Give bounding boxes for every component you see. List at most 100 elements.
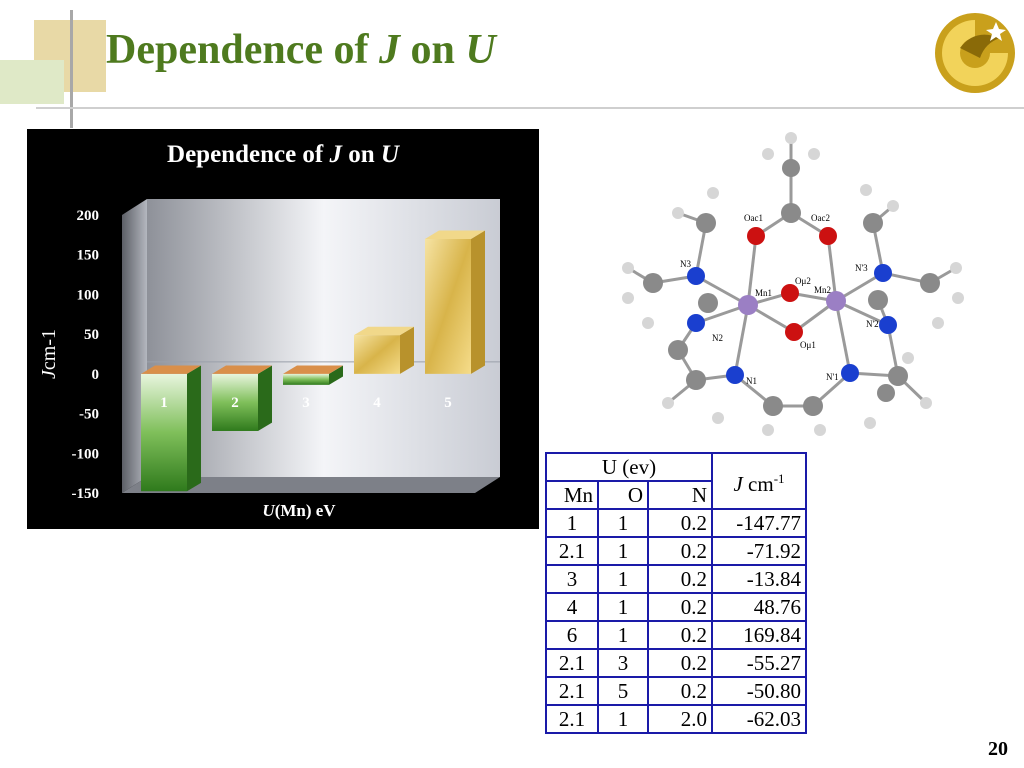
bar [283,365,343,385]
bar [141,365,201,492]
x-axis-label: U(Mn) eV [262,501,336,520]
table-cell-o: 1 [597,704,649,734]
bar [425,230,485,374]
x-tick-label: 2 [231,395,239,411]
bar-top [141,365,201,374]
table-cell-n: 0.2 [647,620,713,650]
table-cell-o: 1 [597,620,649,650]
bar-top [212,365,272,374]
svg-text:Oμ2: Oμ2 [795,276,811,286]
page-number: 20 [988,738,1008,760]
table-cell-n: 0.2 [647,648,713,678]
table-header-row-2: Mn O N [545,480,806,510]
table-header-row-1: U (ev) J cm-1 [545,452,807,510]
bar-side [329,365,343,385]
y-tick-label: 150 [77,248,100,264]
table-cell-mn: 3 [545,564,599,594]
chart-floor [122,477,500,493]
table-cell-o: 1 [597,508,649,538]
table-cell-mn: 1 [545,508,599,538]
bar [212,365,272,431]
chart-title: Dependence of J on U [167,141,401,168]
svg-text:Oμ1: Oμ1 [800,340,816,350]
y-tick-label: 0 [92,367,100,383]
bar-front [425,238,471,374]
x-tick-label: 1 [160,395,168,411]
table-cell-n: 0.2 [647,536,713,566]
table-cell-n: 0.2 [647,564,713,594]
svg-text:N'1: N'1 [826,372,839,382]
table-cell-j: -71.92 [711,536,807,566]
y-tick-label: -50 [79,407,99,423]
molecule-atoms [622,132,964,436]
table-cell-j: -62.03 [711,704,807,734]
bar-side [471,230,485,374]
table-cell-n: 0.2 [647,676,713,706]
table-cell-mn: 2.1 [545,648,599,678]
bar-front [354,335,400,374]
table-cell-n: 2.0 [647,704,713,734]
bar-side [187,365,201,492]
table-cell-j: -147.77 [711,508,807,538]
y-tick-label: -150 [72,486,100,502]
slide-title: Dependence of J on U [106,27,496,73]
header-decoration-vertical-line [70,10,73,128]
table-cell-o: 1 [597,536,649,566]
table-cell-j: 48.76 [711,592,807,622]
table-cell-o: 1 [597,592,649,622]
x-tick-label: 4 [373,395,381,411]
bars: 1 2 3 4 5 [141,230,485,492]
mn-column-header: Mn [545,480,599,510]
header-decoration-green-square [0,60,64,104]
svg-text:N'3: N'3 [855,263,868,273]
bar-side [400,326,414,374]
svg-text:Oac1: Oac1 [744,213,763,223]
table-cell-mn: 4 [545,592,599,622]
bar [354,326,414,374]
x-tick-label: 3 [302,395,310,411]
table-cell-j: 169.84 [711,620,807,650]
svg-text:N2: N2 [712,333,723,343]
table-cell-mn: 2.1 [545,704,599,734]
university-pegasus-logo-icon [935,13,1015,93]
bar-front [283,373,329,385]
table-cell-o: 3 [597,648,649,678]
svg-text:Mn2: Mn2 [814,285,831,295]
y-axis-label: Jcm-1 [38,329,60,379]
y-tick-label: 100 [77,287,100,303]
table-cell-mn: 2.1 [545,676,599,706]
bar-top [354,326,414,336]
u-group-header: U (ev) [545,452,713,482]
bar-front [212,373,258,431]
n-column-header: N [647,480,713,510]
svg-text:N1: N1 [746,376,757,386]
table-cell-j: -55.27 [711,648,807,678]
svg-text:Oac2: Oac2 [811,213,830,223]
svg-text:N'2: N'2 [866,319,879,329]
table-cell-o: 5 [597,676,649,706]
table-cell-o: 1 [597,564,649,594]
svg-text:N3: N3 [680,259,691,269]
bar-top [283,365,343,374]
molecule-bonds [627,138,957,408]
table-cell-mn: 6 [545,620,599,650]
y-tick-label: -100 [72,446,100,462]
chart-side-wall [122,199,147,493]
table-cell-j: -50.80 [711,676,807,706]
bar-front [141,373,187,492]
svg-text:Mn1: Mn1 [755,288,772,298]
bar-top [425,230,485,239]
x-tick-label: 5 [444,395,452,411]
bar-chart: Dependence of J on U 200150100500-50-100… [27,129,539,529]
